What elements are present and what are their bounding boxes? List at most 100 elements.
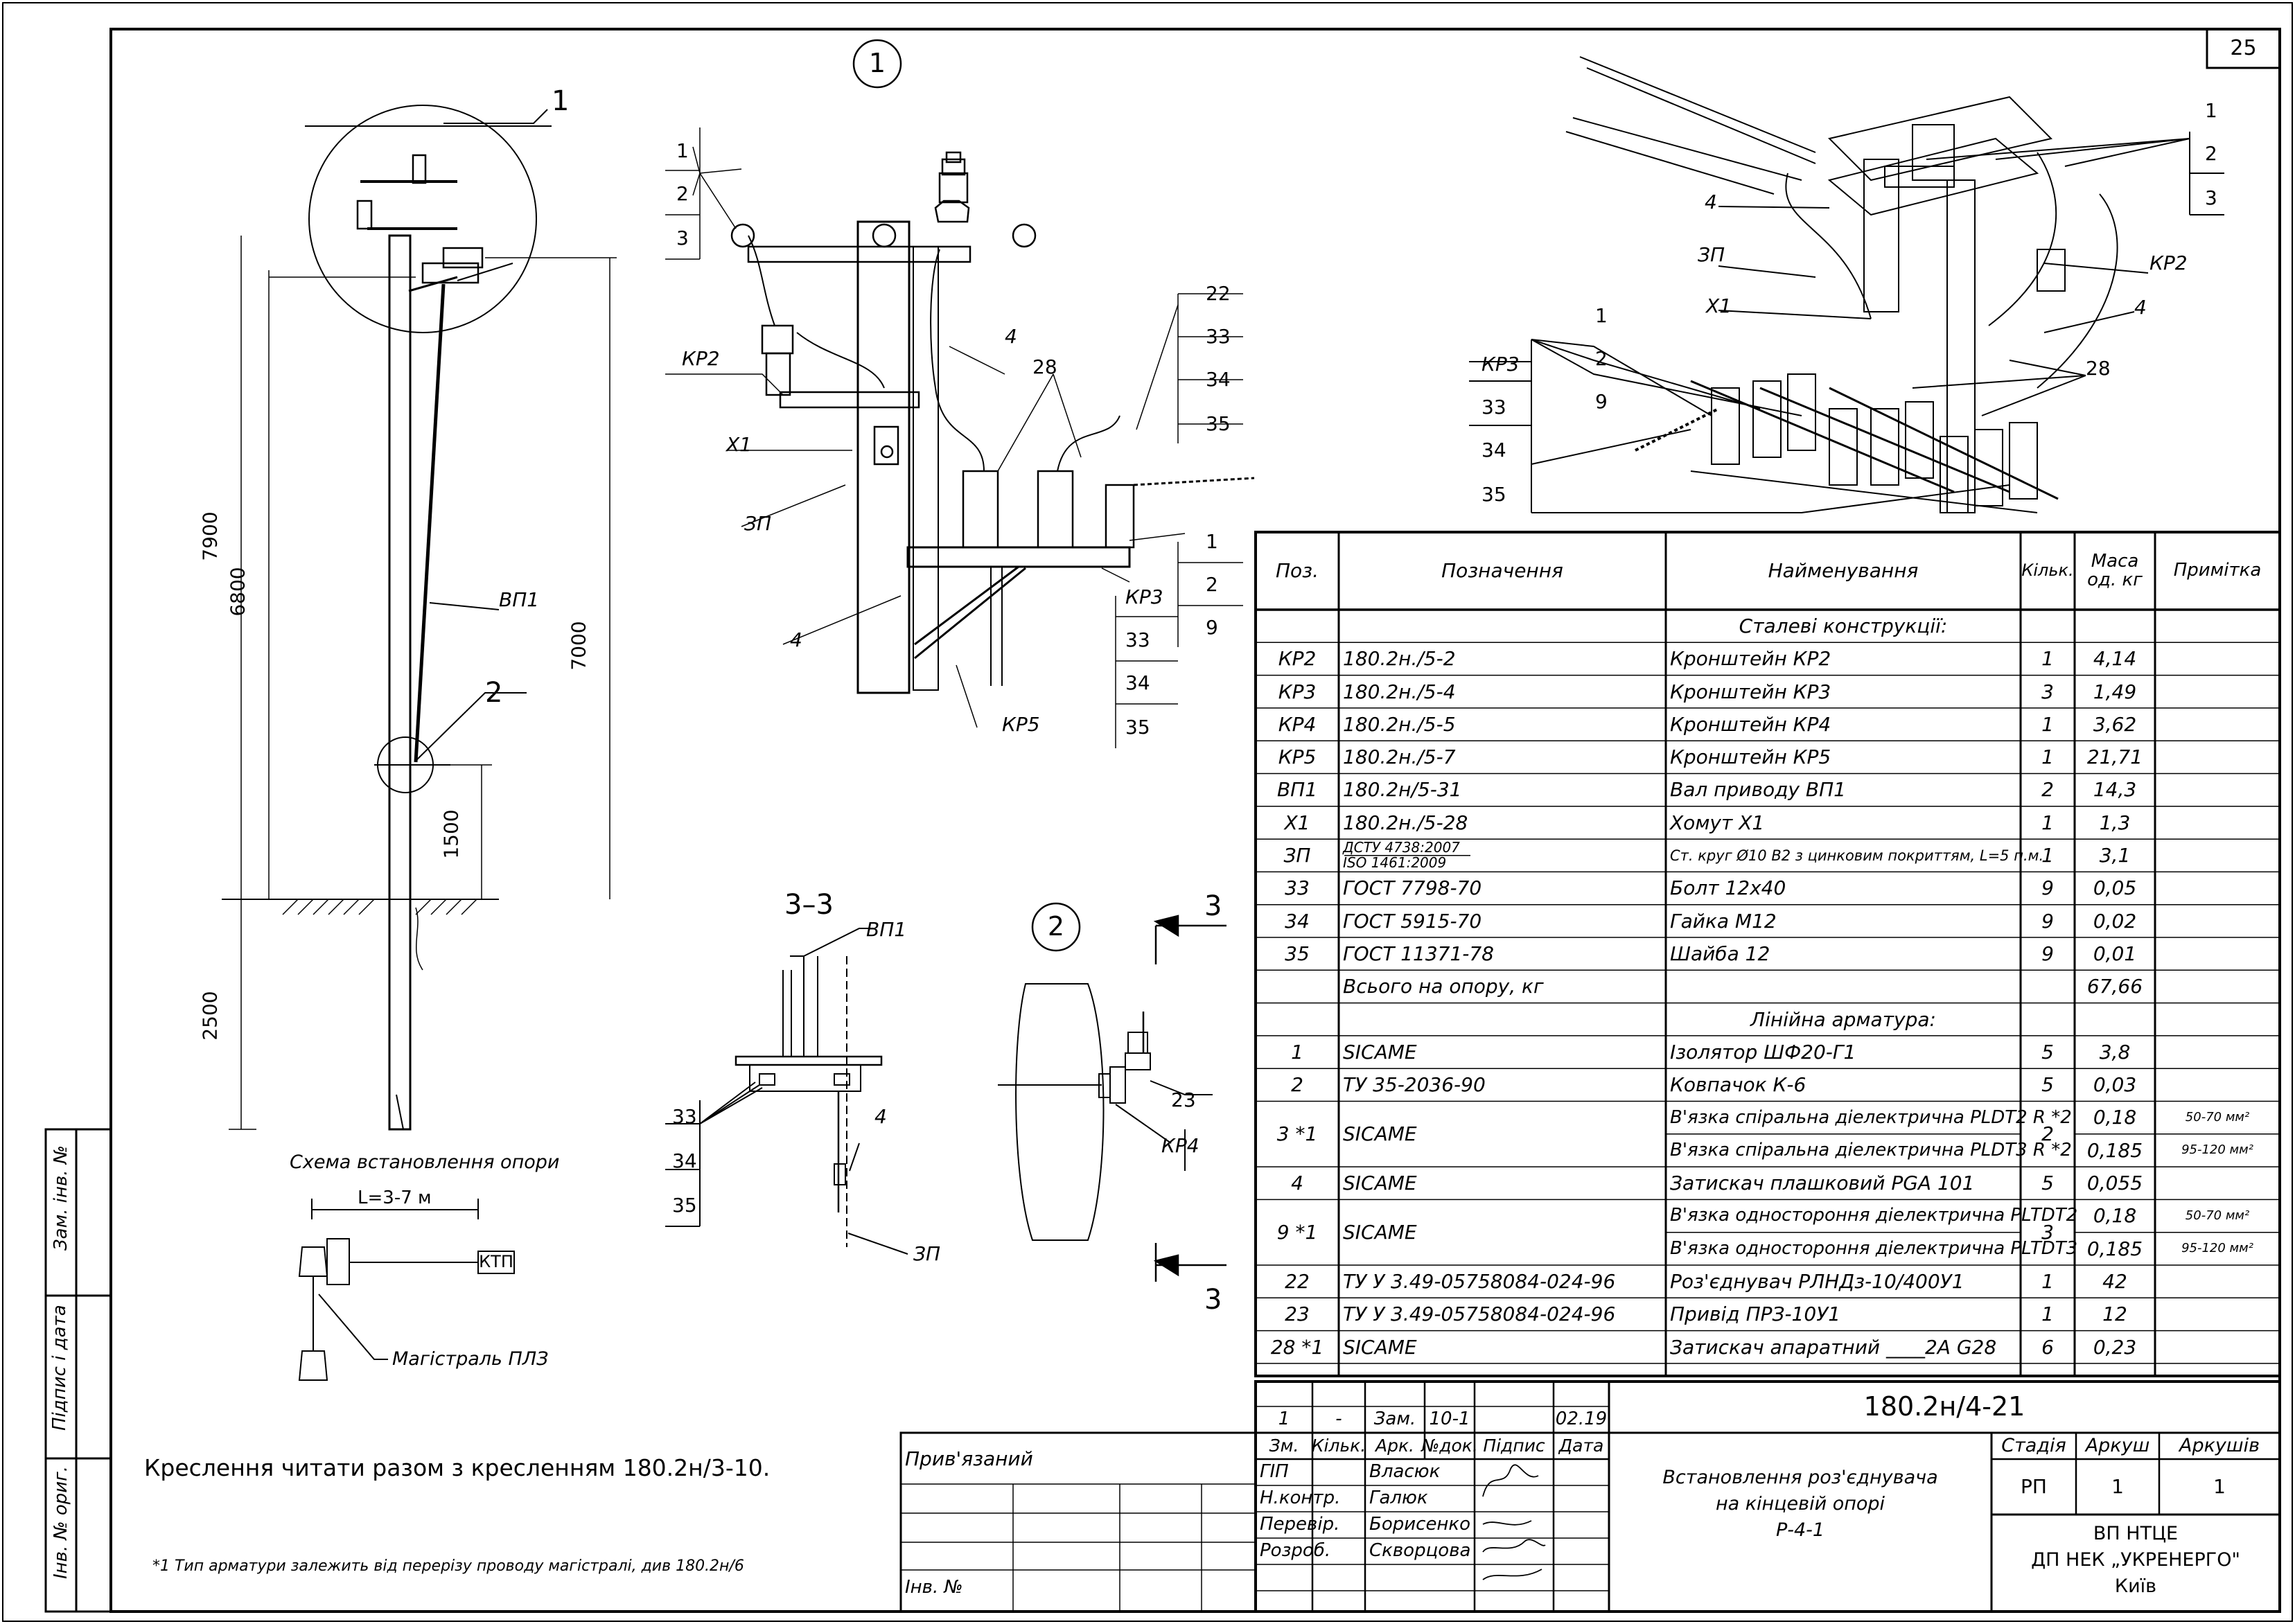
isometric-drawing — [1469, 56, 2224, 513]
spec-mass: 0,185 — [2086, 1237, 2143, 1260]
d1-label-3: 3 — [676, 227, 689, 249]
detail-1-drawing — [665, 127, 1255, 748]
section-3-3-title: 3–3 — [784, 889, 834, 921]
spec-qty: 3 — [2041, 1220, 2054, 1244]
spec-mass: 1,3 — [2099, 811, 2131, 834]
spec-note: 95-120 мм² — [2181, 1142, 2253, 1157]
spec-qty: 5 — [2041, 1073, 2054, 1097]
d1-label-4-top: 4 — [1005, 325, 1017, 348]
spec-note — [2155, 1068, 2280, 1101]
d1-label-9: 9 — [1206, 616, 1218, 639]
spec-note — [2155, 708, 2280, 741]
spec-pos: КР5 — [1278, 745, 1317, 769]
d1-label-kp5: КР5 — [1002, 713, 1040, 736]
spec-mass: 0,02 — [2093, 909, 2137, 933]
dim-1500: 1500 — [439, 809, 463, 859]
inventory-number-label: Інв. № — [905, 1577, 963, 1598]
role-label: Розроб. — [1260, 1540, 1331, 1562]
iso-label-4-left: 4 — [1705, 191, 1717, 213]
section-arrows — [1153, 915, 1226, 1282]
revision-cell — [1475, 1406, 1554, 1433]
spec-designation: 180.2н./5-7 — [1343, 745, 1456, 769]
stage-header: Стадія — [2001, 1434, 2066, 1456]
spec-header-pos: Поз. — [1276, 559, 1319, 583]
d1-label-x1: Х1 — [726, 433, 752, 456]
spec-pos: 22 — [1285, 1269, 1310, 1293]
spec-note — [2155, 1298, 2280, 1330]
spec-pos: Х1 — [1284, 811, 1310, 834]
s-label-vp1: ВП1 — [866, 918, 907, 941]
spec-pos: 28 *1 — [1270, 1335, 1324, 1359]
spec-designation: ТУ У 3.49-05758084-024-96 — [1343, 1303, 1616, 1326]
spec-name: В'язка спіральна діелектрична PLDT2 R *2 — [1670, 1106, 2072, 1128]
dim-2500: 2500 — [198, 991, 222, 1041]
spec-mass: 0,05 — [2093, 876, 2137, 900]
dim-7000: 7000 — [567, 621, 590, 671]
spec-pos: 1 — [1291, 1040, 1303, 1063]
spec-pos: КР2 — [1278, 647, 1317, 671]
spec-qty: 5 — [2041, 1040, 2054, 1063]
spec-note — [2155, 642, 2280, 675]
spec-note: 50-70 мм² — [2185, 1109, 2250, 1124]
spec-designation-std-a: ДСТУ 4738:2007 — [1343, 839, 1460, 856]
spec-mass: 3,8 — [2099, 1040, 2131, 1063]
spec-name — [1666, 970, 2025, 1003]
spec-name: Болт 12х40 — [1670, 876, 1786, 900]
d1-label-35: 35 — [1206, 412, 1231, 435]
spec-note — [2155, 1265, 2280, 1298]
iso-label-kp3: КР3 — [1481, 353, 1520, 376]
revision-cell: 1 — [1278, 1409, 1290, 1430]
d1-label-22: 22 — [1206, 282, 1231, 305]
spec-mass: 0,055 — [2086, 1172, 2143, 1195]
spec-mass: 3,1 — [2099, 844, 2131, 867]
revision-cell: - — [1335, 1409, 1342, 1430]
spec-designation: ТУ 35-2036-90 — [1343, 1073, 1486, 1097]
title-block-grid — [899, 1380, 2281, 1613]
spec-name: Кронштейн КР2 — [1670, 647, 1831, 671]
spec-pos: 3 *1 — [1276, 1122, 1318, 1146]
pole-callout-2: 2 — [485, 677, 503, 709]
drawing-code: 180.2н/4-21 — [1863, 1391, 2025, 1422]
s-label-zp: ЗП — [913, 1242, 941, 1265]
person-name: Борисенко — [1369, 1514, 1471, 1535]
spec-pos: ЗП — [1283, 844, 1311, 867]
scheme-ktp: КТП — [479, 1252, 513, 1272]
spec-designation-std-b: ISO 1461:2009 — [1343, 854, 1447, 872]
revision-header-cell: Арк. — [1375, 1435, 1415, 1456]
spec-note — [2155, 741, 2280, 773]
spec-designation: SICAME — [1343, 1172, 1417, 1195]
iso-label-2b: 2 — [1595, 347, 1608, 370]
s-label-33: 33 — [672, 1105, 697, 1128]
d1-label-34: 34 — [1206, 368, 1231, 391]
sheet-number: 25 — [2230, 36, 2257, 61]
spec-name: Кронштейн КР5 — [1670, 745, 1831, 769]
spec-designation: Всього на опору, кг — [1343, 975, 1544, 998]
spec-note — [2155, 1036, 2280, 1068]
spec-designation: 180.2н./5-5 — [1343, 712, 1456, 736]
note-read-together: Креслення читати разом з кресленням 180.… — [144, 1454, 771, 1481]
sheets-header: Аркушів — [2179, 1434, 2260, 1456]
iso-label-1: 1 — [2205, 99, 2217, 122]
drawing-title-line-2: на кінцевій опорі — [1715, 1492, 1885, 1515]
spec-mass: 67,66 — [2086, 975, 2143, 998]
spec-qty: 2 — [2041, 778, 2054, 802]
stamp-replacement-inv: Зам. інв. № — [51, 1145, 71, 1251]
pole-callout-1: 1 — [552, 85, 570, 117]
revision-cell: 10-1 — [1429, 1409, 1470, 1430]
spec-name: Кронштейн КР3 — [1670, 680, 1831, 703]
revision-header-cell: Дата — [1558, 1435, 1604, 1456]
d1-label-35b: 35 — [1125, 716, 1150, 739]
d1-label-kp3: КР3 — [1125, 585, 1163, 608]
spec-qty: 9 — [2041, 909, 2054, 933]
spec-name: Роз'єднувач РЛНДз-10/400У1 — [1670, 1269, 1964, 1293]
revision-header-cell: Зм. — [1269, 1435, 1299, 1456]
pole-schematic — [222, 105, 617, 1131]
spec-name: Ізолятор ШФ20-Г1 — [1670, 1040, 1856, 1063]
stamp-signature-date: Підпис і дата — [49, 1305, 70, 1431]
spec-mass: 0,18 — [2093, 1106, 2137, 1129]
spec-note — [2155, 839, 2280, 872]
revision-header-cell: Кільк. — [1311, 1435, 1366, 1456]
spec-section-header: Сталеві конструкції: — [1739, 614, 1948, 637]
spec-qty: 1 — [2041, 647, 2054, 671]
spec-pos: КР3 — [1278, 680, 1317, 703]
